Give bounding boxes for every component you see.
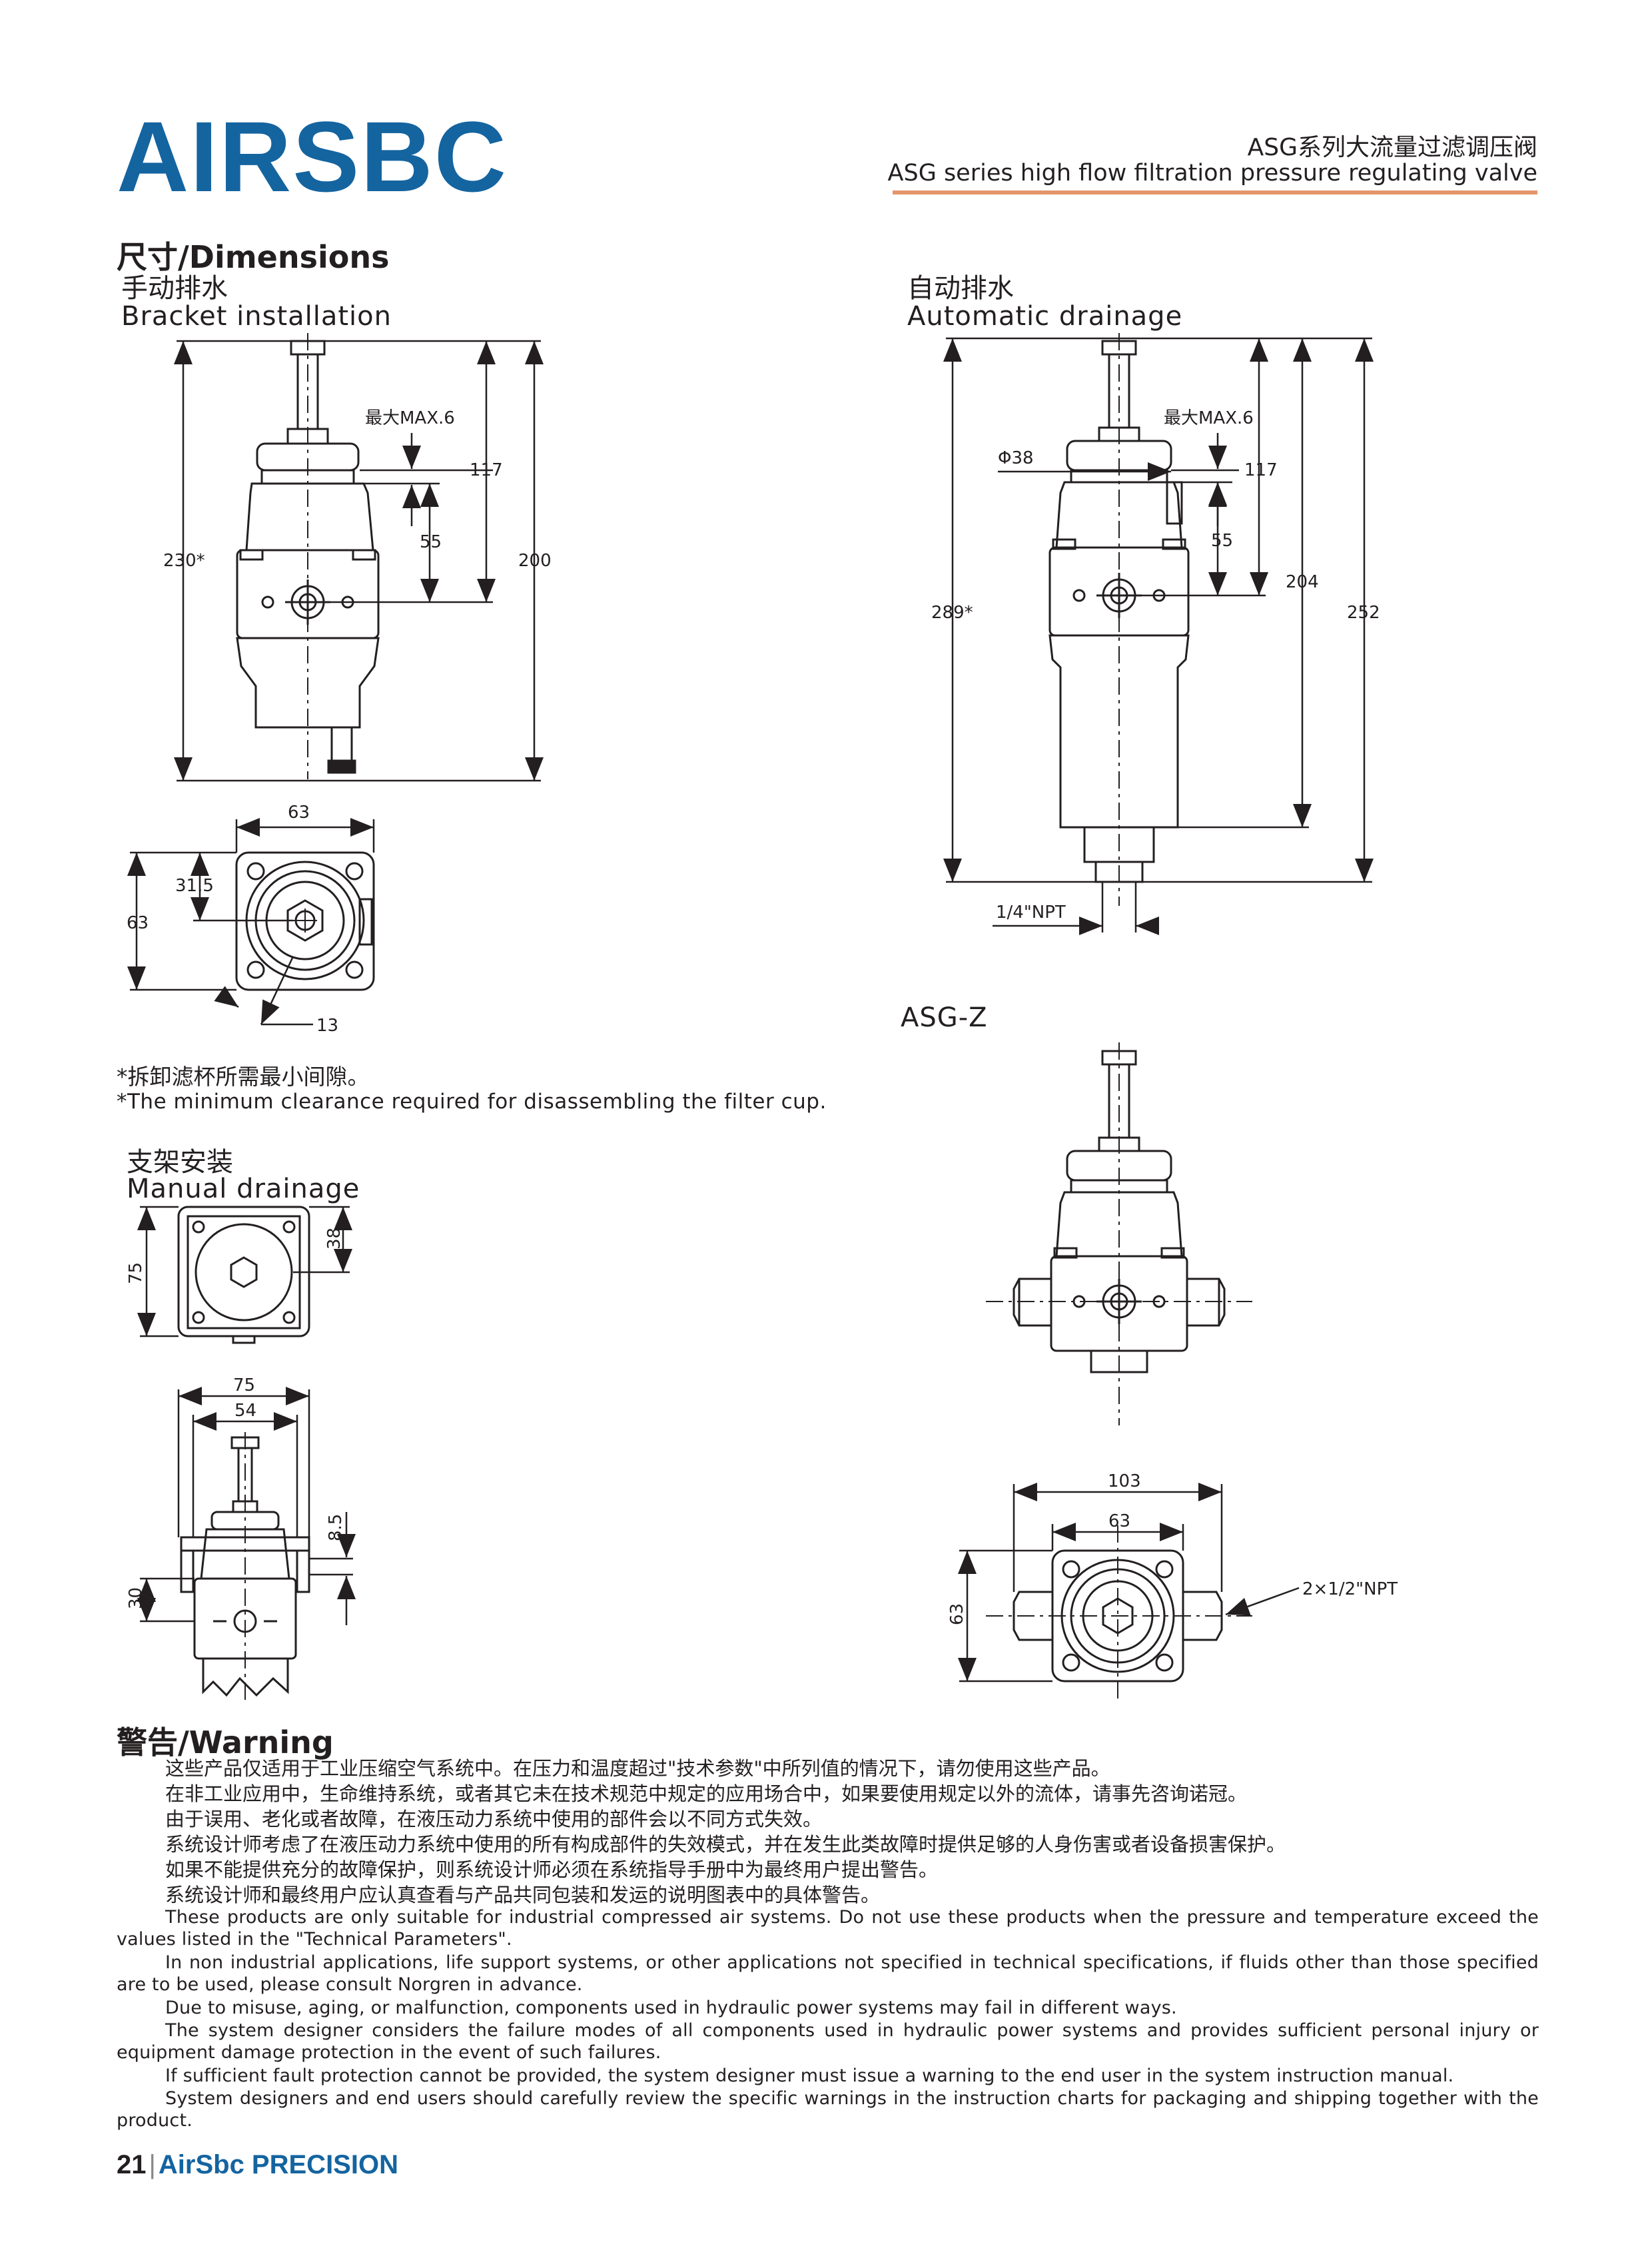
manual-8-5-label: 8.5 [326,1514,346,1541]
asgz-label: ASG-Z [901,1002,988,1033]
auto-phi38-label: Φ38 [998,448,1034,468]
bracket-label-en: Bracket installation [121,301,392,332]
auto-max6-label: 最大MAX.6 [1164,408,1254,428]
bracket-117-label: 117 [470,460,503,480]
manual-75-height-label: 75 [126,1262,146,1284]
dimensions-heading: 尺寸/Dimensions [117,239,390,275]
manual-side-dimensions [137,1387,356,1625]
bracket-side-view [236,333,380,779]
asgz-63-height-label: 63 [947,1603,967,1625]
warning-en-paragraph: If sufficient fault protection cannot be… [165,2065,1454,2086]
warning-heading: 警告/Warning [117,1724,334,1760]
bracket-200-label: 200 [518,551,552,571]
warning-en-paragraph: Due to misuse, aging, or malfunction, co… [165,1998,1177,2018]
asgz-bottom-view [986,1525,1252,1698]
auto-117-label: 117 [1244,460,1278,480]
bracket-bottom-dimensions [127,818,375,1026]
warning-cn-line: 由于误用、老化或者故障，在液压动力系统中使用的部件会以不同方式失效。 [165,1808,823,1830]
clearance-note-cn: *拆卸滤杯所需最小间隙。 [117,1064,370,1090]
manual-38-label: 38 [324,1228,344,1250]
auto-55-label: 55 [1211,531,1233,551]
warning-en-paragraph: System designers and end users should ca… [117,2088,1539,2131]
bracket-max6-label: 最大MAX.6 [365,408,455,428]
auto-289-label: 289* [931,603,973,623]
auto-npt14-label: 1/4"NPT [996,903,1066,923]
technical-drawings: 最大MAX.6 117 55 230* 200 63 31.5 63 13 最大… [126,333,1398,1702]
bracket-63-height-label: 63 [127,913,149,933]
asgz-npt12-label: 2×1/2"NPT [1302,1579,1398,1599]
page-footer: 21|AirSbc PRECISION [117,2150,398,2179]
header-accent-line [893,190,1537,194]
bracket-label-cn: 手动排水 [121,273,228,304]
asgz-63-width-label: 63 [1108,1511,1130,1531]
manual-label-cn: 支架安装 [127,1147,233,1178]
header-title-cn: ASG系列大流量过滤调压阀 [1247,134,1537,161]
bracket-230-label: 230* [163,551,205,571]
manual-54-label: 54 [234,1401,256,1421]
automatic-label-en: Automatic drainage [907,301,1183,332]
bracket-55-label: 55 [420,532,442,552]
warning-cn-line: 如果不能提供充分的故障保护，则系统设计师必须在系统指导手册中为最终用户提出警告。 [165,1858,939,1881]
warning-en-paragraph: The system designer considers the failur… [117,2020,1539,2063]
manual-top-view [177,1206,310,1344]
automatic-side-view [1048,333,1190,906]
automatic-side-dimensions [943,337,1374,935]
asgz-103-label: 103 [1108,1471,1141,1491]
auto-252-label: 252 [1347,603,1380,623]
auto-204-label: 204 [1286,572,1319,592]
warning-en-paragraph: These products are only suitable for ind… [117,1907,1539,1950]
warning-cn-line: 系统设计师和最终用户应认真查看与产品共同包装和发运的说明图表中的具体警告。 [165,1884,881,1906]
bracket-63-width-label: 63 [288,803,310,823]
bracket-31-5-label: 31.5 [175,876,214,896]
warning-en-paragraph: In non industrial applications, life sup… [117,1952,1539,1995]
footer-brand: AirSbc PRECISION [158,2150,398,2179]
manual-top-dimensions [137,1206,352,1337]
manual-75-width-label: 75 [233,1375,255,1395]
manual-30-label: 30 [126,1587,146,1609]
bracket-13-label: 13 [316,1016,338,1036]
warning-cn-line: 在非工业应用中，生命维持系统，或者其它未在技术规范中规定的应用场合中，如果要使用… [165,1782,1248,1805]
brand-logo: AIRSBC [117,101,508,212]
manual-side-view [180,1432,310,1702]
warning-cn-line: 系统设计师考虑了在液压动力系统中使用的所有构成部件的失效模式，并在发生此类故障时… [165,1833,1286,1856]
clearance-note-en: *The minimum clearance required for disa… [117,1090,827,1114]
manual-label-en: Manual drainage [127,1174,360,1204]
header-title-en: ASG series high flow filtration pressure… [887,160,1537,187]
asgz-bottom-dimensions [958,1483,1300,1682]
warning-cn-line: 这些产品仅适用于工业压缩空气系统中。在压力和温度超过"技术参数"中所列值的情况下… [165,1757,1110,1780]
asgz-front-view [986,1042,1252,1425]
bracket-side-dimensions [174,340,544,782]
page-number: 21 [117,2150,147,2179]
automatic-label-cn: 自动排水 [907,273,1014,304]
